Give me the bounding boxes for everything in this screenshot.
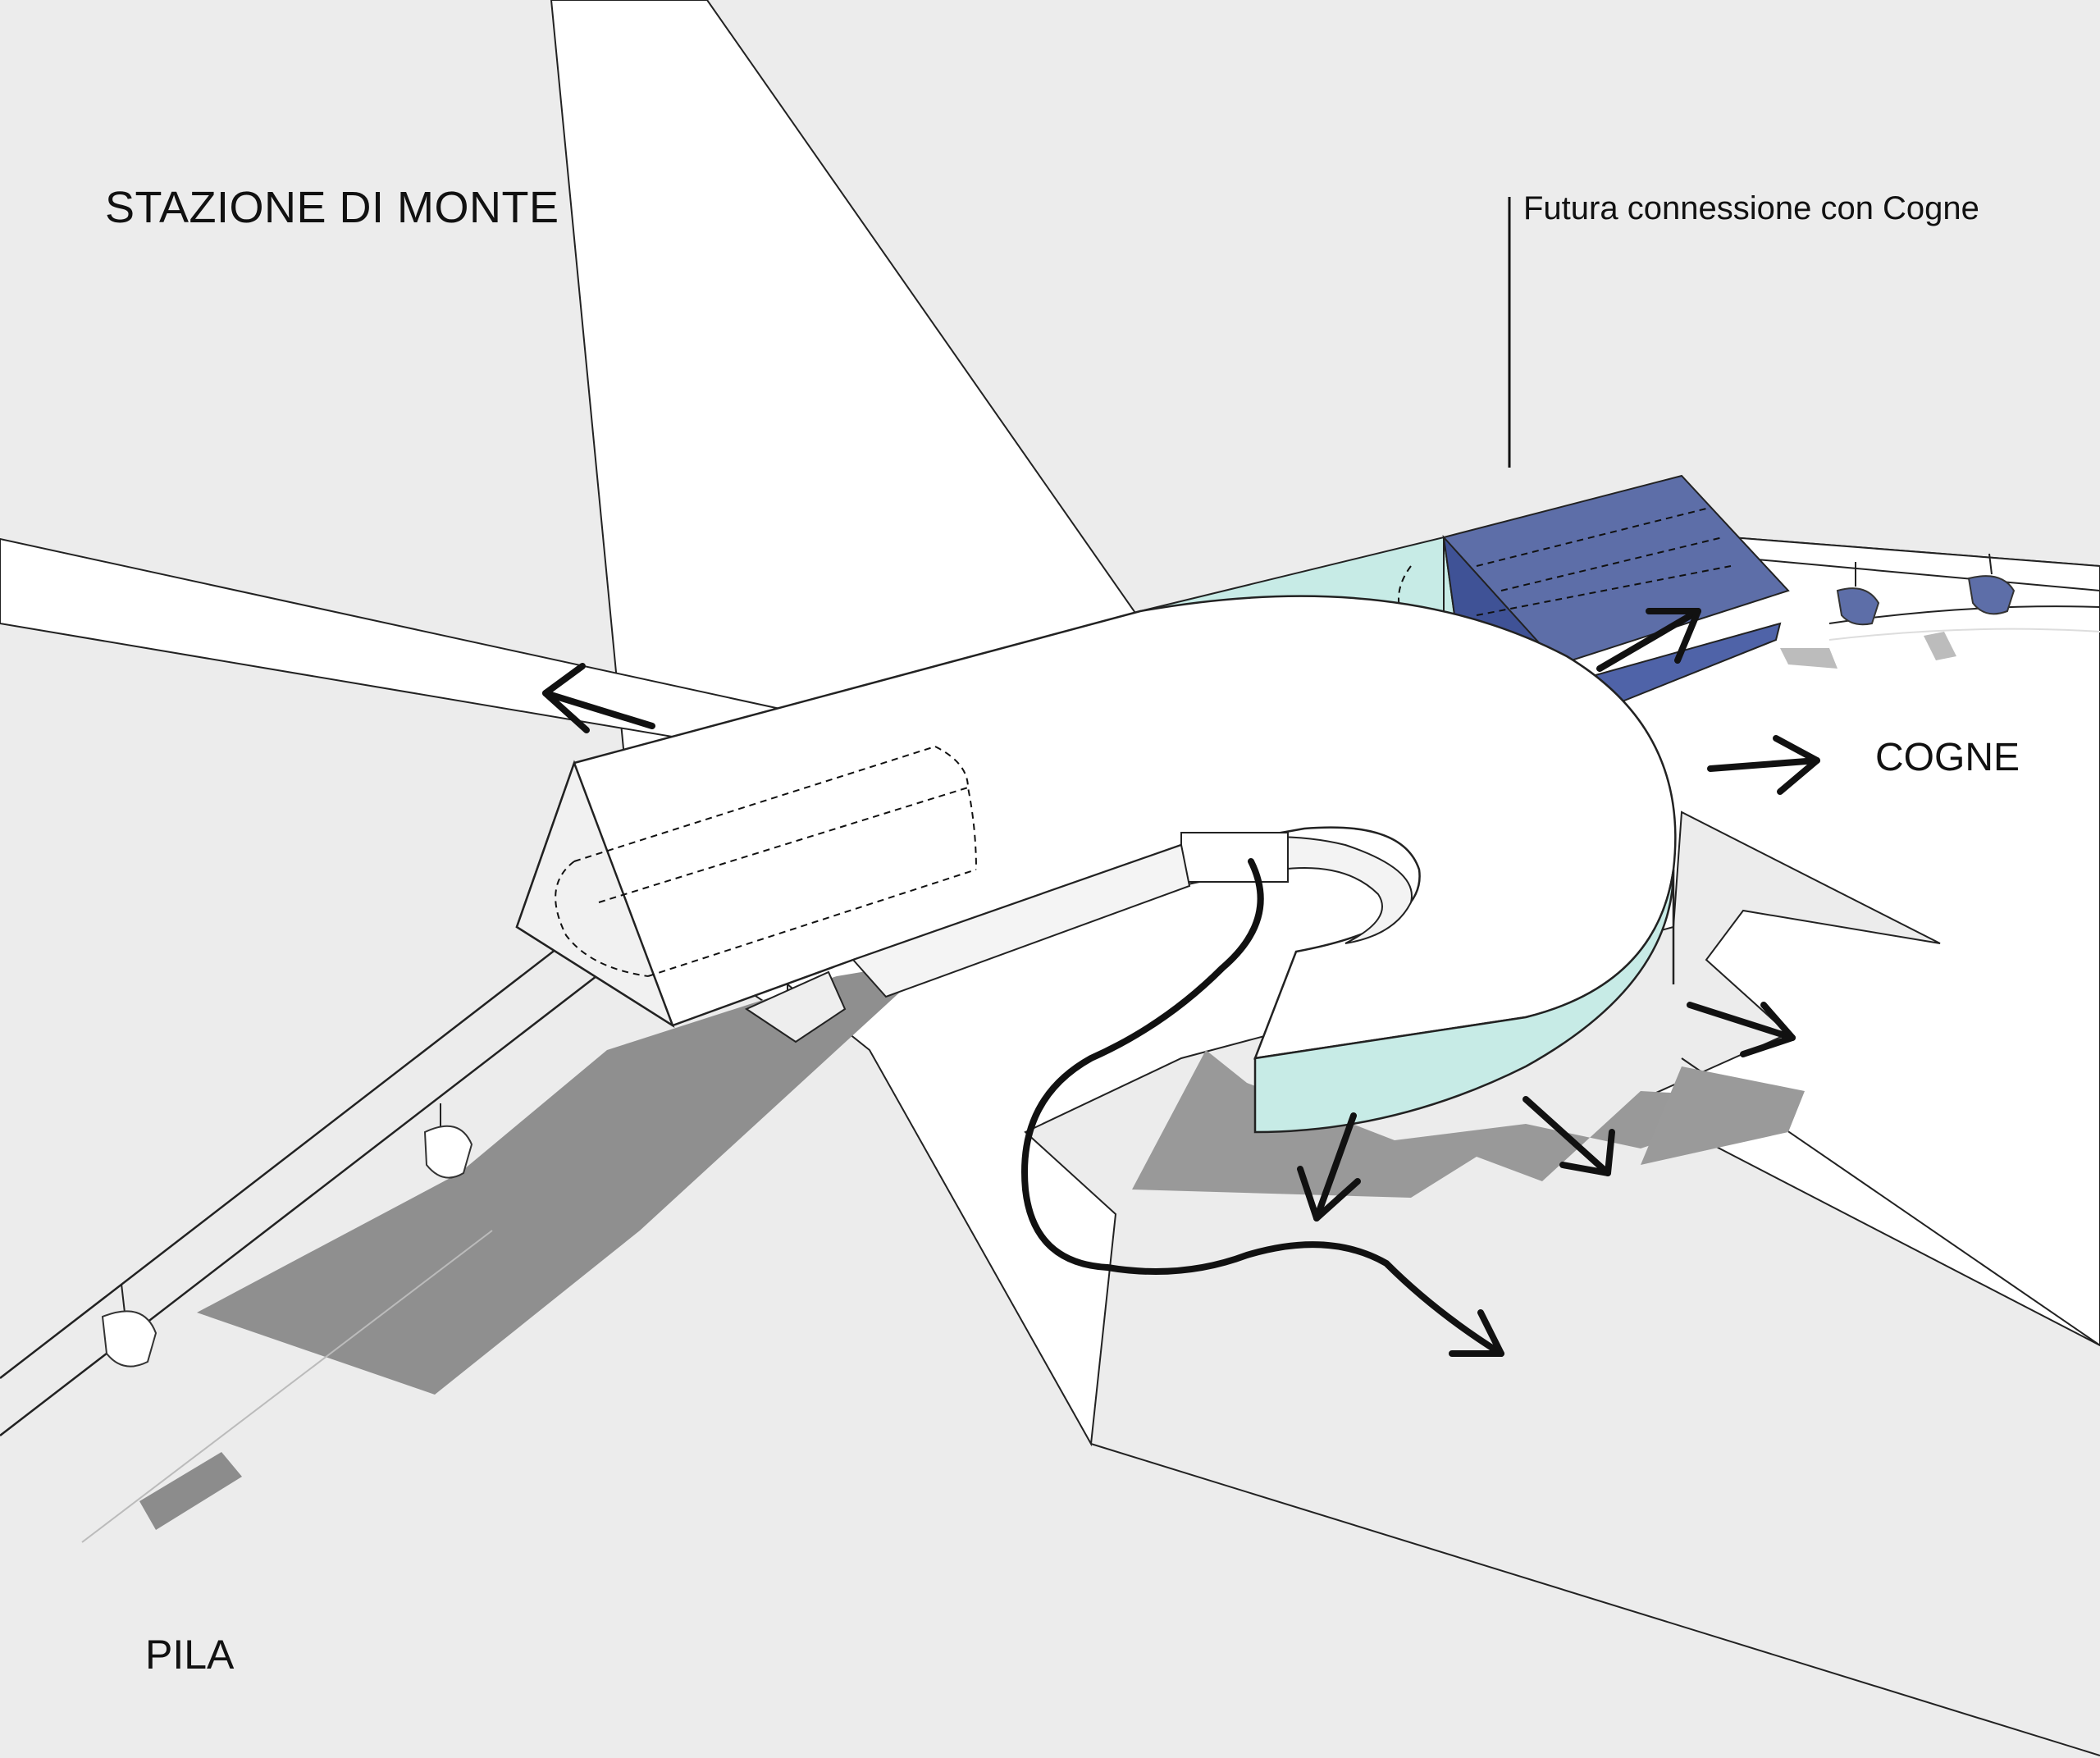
circulation-arrow-icon xyxy=(1297,1112,1361,1221)
station-support xyxy=(744,970,847,1043)
future-connection-label: Futura connessione con Cogne xyxy=(1523,190,1979,226)
circulation-arrow-icon xyxy=(542,663,655,733)
circulation-arrow-icon xyxy=(1707,735,1820,795)
circulation-arrow-icon xyxy=(1522,1096,1615,1176)
gondola-cabin-icon xyxy=(423,1103,473,1179)
circulation-arrow-icon xyxy=(1021,858,1504,1357)
circulation-arrow-icon xyxy=(1596,608,1701,672)
arm-underside-facade xyxy=(851,843,1191,998)
building-shadow-left xyxy=(197,960,935,1395)
building-shadow-south xyxy=(1132,1050,1788,1198)
courtyard-window xyxy=(1180,832,1289,883)
cable-line xyxy=(0,967,608,1436)
circulation-arrows xyxy=(542,608,1820,1357)
circulation-arrow-icon xyxy=(1687,1002,1796,1057)
cogne-direction-label: COGNE xyxy=(1875,736,2020,779)
plaza-shadow-edge xyxy=(1641,1066,1805,1165)
glass-wall-curve xyxy=(1253,869,1675,1134)
terrain-edge-line xyxy=(1090,1443,2100,1756)
gondola-cabin-icon xyxy=(1836,562,1880,626)
future-station-hidden-tube xyxy=(1476,508,1732,616)
station-hidden-tube xyxy=(555,746,977,977)
cabin-shadow xyxy=(1924,632,1956,660)
gondola-cabin-icon xyxy=(101,1283,158,1368)
cabin-shadow xyxy=(1780,648,1838,669)
cabin-shadow xyxy=(139,1452,242,1530)
cable-shadow-line xyxy=(81,1230,493,1543)
pila-direction-label: PILA xyxy=(145,1632,235,1678)
cable-line xyxy=(0,934,575,1379)
station-title: STAZIONE DI MONTE xyxy=(105,183,559,232)
cable-shadow-line xyxy=(1828,628,2100,641)
gondola-cabin-icon xyxy=(1967,553,2016,615)
